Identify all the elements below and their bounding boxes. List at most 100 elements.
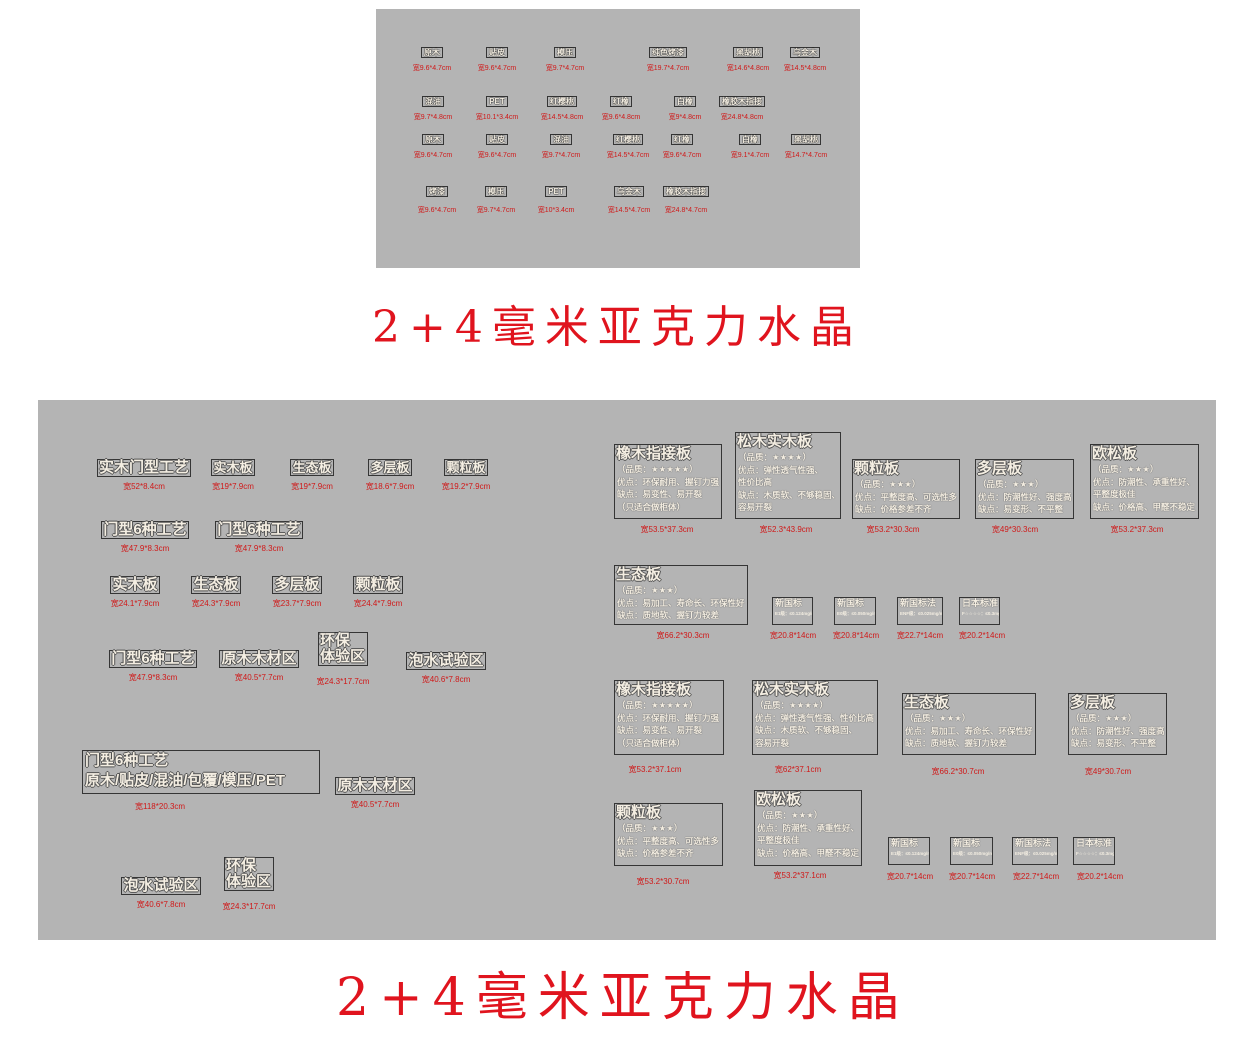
zone-label: 泡水试验区宽40.6*7.8cm: [396, 652, 496, 684]
zone-label: 实木板宽19*7.9cm: [183, 459, 283, 491]
card-line: 缺点：木质软、不够稳固、: [738, 489, 841, 500]
card-size: 宽49*30.7cm: [1084, 767, 1132, 776]
card-size: 宽52.3*43.9cm: [759, 525, 813, 534]
top-label: 红橡宽9.6*4.7cm: [632, 129, 732, 160]
card-line: 平整度极佳: [1093, 489, 1136, 499]
label-text: 红樱桃: [613, 134, 643, 145]
bottom-material-title: 2+4毫米亚克力水晶: [336, 968, 910, 1028]
top-material-title: 2+4毫米亚克力水晶: [372, 302, 863, 353]
label-text: 实木板: [211, 459, 255, 476]
label-text: 乌金木: [614, 186, 644, 197]
zone-label: 实木门型工艺宽52*8.4cm: [94, 459, 194, 491]
standard-title: 新国标: [775, 598, 803, 608]
card-title: 生态板: [904, 694, 950, 711]
standard-title: 日本标准: [1076, 838, 1113, 848]
label-text: 红橡: [610, 96, 632, 107]
standard-note: F☆☆☆☆：≤0.3mg/L: [1076, 851, 1115, 856]
label-size: 宽47.9*8.3cm: [234, 544, 284, 553]
standard-note: E0级：≤0.050mg/m³: [837, 611, 876, 616]
zone-label: 原木木材区宽40.5*7.7cm: [209, 650, 309, 682]
formaldehyde-standard: 新国标法 ENF级：≤0.025mg/m³: [897, 597, 943, 625]
card-line: 缺点：价格高、甲醛不稳定: [757, 847, 860, 858]
card-line: （品质：★★★★★）: [617, 464, 698, 474]
card-line: 优点：弹性透气性强、性价比高: [755, 712, 875, 723]
label-size: 宽19*7.9cm: [212, 482, 254, 491]
board-card: 橡木指接板 （品质：★★★★★） 优点：环保耐用、握钉力强 缺点：易变性、易开裂…: [614, 680, 724, 755]
card-title: 生态板: [616, 566, 662, 583]
card-size: 宽53.2*37.1cm: [773, 871, 827, 880]
label-text: 黑胡桃: [733, 47, 763, 58]
card-line: 优点：环保耐用、握钉力强: [617, 476, 720, 487]
label-size: 宽9.6*4.7cm: [477, 152, 517, 159]
label-size: 宽14.6*4.8cm: [726, 65, 770, 72]
card-line: 性价比高: [738, 477, 773, 487]
top-layout-panel: 原木宽9.6*4.7cm 贴皮宽9.6*4.7cm 模压宽9.7*4.7cm 纯…: [376, 9, 860, 268]
label-size: 宽24.4*7.9cm: [353, 599, 403, 608]
card-line: 优点：防潮性好、强度高: [978, 491, 1072, 502]
top-label: 纯色烤漆宽19.7*4.7cm: [618, 42, 718, 73]
card-title: 多层板: [977, 460, 1023, 477]
card-title: 橡木指接板: [616, 681, 692, 698]
label-size: 宽19.7*4.7cm: [646, 65, 690, 72]
label-text: 白橡: [739, 134, 761, 145]
card-line: 优点：平整度高、可选性多: [617, 835, 720, 846]
card-title: 欧松板: [756, 791, 802, 808]
zone-label: 生态板宽19*7.9cm: [262, 459, 362, 491]
card-line: 平整度极佳: [757, 835, 800, 845]
board-card: 颗粒板 （品质：★★★） 优点：平整度高、可选性多 缺点：价格参差不齐: [852, 459, 960, 519]
label-text: 多层板: [368, 459, 412, 476]
label-size: 宽24.3*17.7cm: [222, 902, 276, 911]
label-line: 原木/贴皮/混油/包覆/模压/PET: [85, 772, 286, 789]
top-label: 黑胡桃宽14.7*4.7cm: [756, 129, 856, 160]
label-text: 原木: [421, 47, 443, 58]
card-line: 优点：平整度高、可选性多: [855, 491, 958, 502]
zone-label: 生态板宽24.3*7.9cm: [166, 576, 266, 608]
label-size: 宽118*20.3cm: [135, 802, 186, 811]
label-text: 橡胶木指接: [719, 96, 765, 107]
top-label: 黑胡桃宽14.6*4.8cm: [698, 42, 798, 73]
label-text: 实木门型工艺: [96, 459, 191, 477]
formaldehyde-standard: 新国标 E0级：≤0.050mg/m³: [834, 597, 876, 625]
formaldehyde-standard: 日本标准 F☆☆☆☆：≤0.3mg/L: [959, 597, 1000, 625]
label-size: 宽40.5*7.7cm: [234, 673, 284, 682]
card-size: 宽49*30.3cm: [991, 525, 1039, 534]
zone-label: 颗粒板宽24.4*7.9cm: [328, 576, 428, 608]
top-label: 模压宽9.7*4.7cm: [446, 181, 546, 215]
card-title: 松木实木板: [754, 681, 830, 698]
label-text: PET: [545, 186, 567, 197]
label-text: 烤漆: [426, 186, 448, 197]
top-label: 橡胶木指接宽24.8*4.8cm: [692, 91, 792, 122]
card-line: （品质：★★★★★）: [617, 700, 698, 710]
card-line: 优点：防潮性、承重性好、: [1093, 476, 1196, 487]
top-label: 红樱桃宽14.5*4.8cm: [512, 91, 612, 122]
card-line: 优点：环保耐用、握钉力强: [617, 712, 720, 723]
label-size: 宽9.6*4.7cm: [412, 65, 452, 72]
formaldehyde-standard: 新国标 E0级：≤0.050mg/m³: [950, 837, 993, 865]
card-line: （品质：★★★）: [617, 823, 683, 833]
board-card: 多层板 （品质：★★★） 优点：防潮性好、强度高 缺点：易变形、不平整: [1068, 693, 1167, 755]
card-line: （品质：★★★）: [1093, 464, 1159, 474]
top-label: 原木宽9.6*4.7cm: [382, 42, 482, 73]
label-size: 宽9.6*4.8cm: [601, 114, 641, 121]
card-line: （品质：★★★）: [855, 479, 921, 489]
card-size: 宽53.5*37.3cm: [640, 525, 694, 534]
label-text: 橡胶木指接: [663, 186, 709, 197]
card-line: 容易开裂: [738, 502, 773, 512]
label-text: 原木: [422, 134, 444, 145]
card-line: （只适合做柜体）: [617, 501, 686, 512]
label-text: 门型6种工艺: [101, 521, 189, 539]
standard-size: 宽22.7*14cm: [1012, 872, 1060, 881]
label-text: 原木木材区: [335, 777, 415, 795]
standard-size: 宽20.7*14cm: [948, 872, 996, 881]
board-card: 松木实木板 （品质：★★★★） 优点：弹性透气性强、性价比高 缺点：木质软、不够…: [752, 680, 878, 755]
standard-title: 新国标法: [900, 598, 937, 608]
top-label: 混油宽9.7*4.8cm: [383, 91, 483, 122]
standard-size: 宽20.2*14cm: [958, 631, 1006, 640]
label-size: 宽10*3.4cm: [537, 207, 575, 214]
board-card: 欧松板 （品质：★★★） 优点：防潮性、承重性好、 平整度极佳 缺点：价格高、甲…: [1090, 444, 1199, 519]
card-line: 缺点：价格高、甲醛不稳定: [1093, 501, 1196, 512]
card-title: 松木实木板: [737, 433, 813, 450]
label-text: 泡水试验区: [406, 652, 486, 670]
label-size: 宽9.6*4.7cm: [662, 152, 702, 159]
card-line: 缺点：易变形、不平整: [978, 504, 1064, 514]
